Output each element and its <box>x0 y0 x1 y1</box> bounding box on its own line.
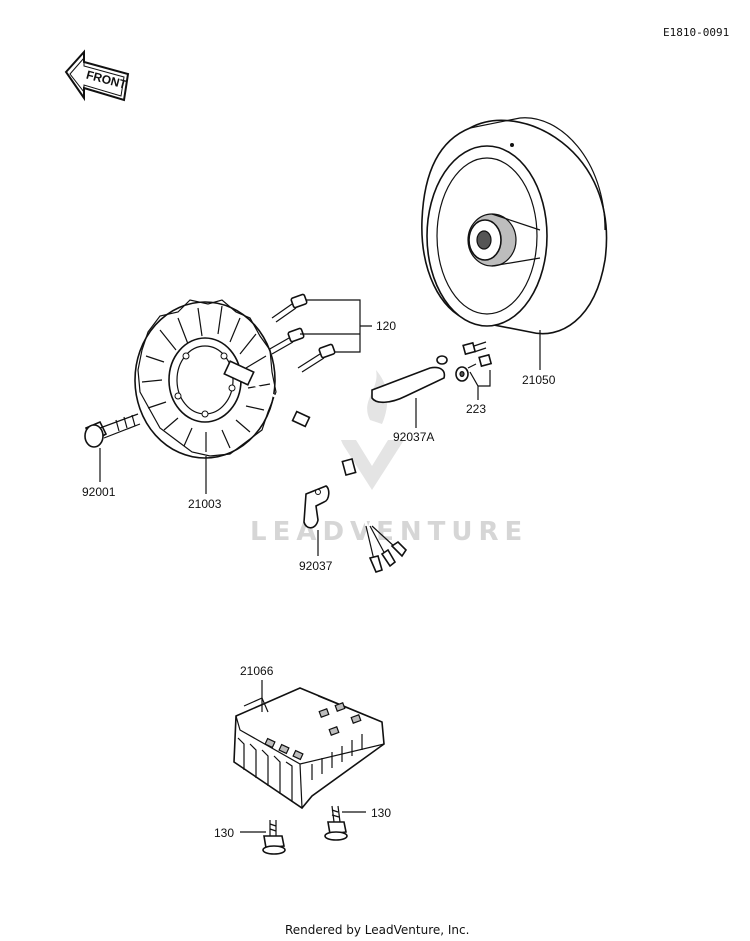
footer-credit: Rendered by LeadVenture, Inc. <box>285 923 469 937</box>
label-flywheel-rotor: 21050 <box>522 373 556 387</box>
label-bolt-nut-pair: 223 <box>466 402 486 416</box>
label-wire-clamp: 92037 <box>299 559 333 573</box>
wire-clamp <box>303 485 330 529</box>
regulator-bolt-right <box>324 805 348 841</box>
stator <box>134 299 277 459</box>
watermark: LEADVENTURE <box>250 370 528 547</box>
bolt-set-120 <box>267 293 336 373</box>
label-plate-cover: 92037A <box>393 430 434 444</box>
label-regulator-bolt-left: 130 <box>214 826 234 840</box>
regulator-bolt-left <box>262 820 286 855</box>
regulator-rectifier <box>233 687 385 810</box>
bolt-nut-pair <box>436 341 493 382</box>
stator-wire-harness <box>249 380 408 573</box>
plate-cover <box>371 366 446 404</box>
label-stator: 21003 <box>188 497 222 511</box>
front-arrow-icon: FRONT <box>64 49 130 102</box>
crank-bolt <box>84 413 141 448</box>
label-crank-bolt: 92001 <box>82 485 116 499</box>
label-regulator-bolt-right: 130 <box>371 806 391 820</box>
watermark-text: LEADVENTURE <box>250 517 528 547</box>
diagram-code: E1810-0091 <box>663 26 729 39</box>
label-bolt-set: 120 <box>376 319 396 333</box>
label-regulator: 21066 <box>240 664 274 678</box>
flywheel-rotor <box>421 117 608 335</box>
